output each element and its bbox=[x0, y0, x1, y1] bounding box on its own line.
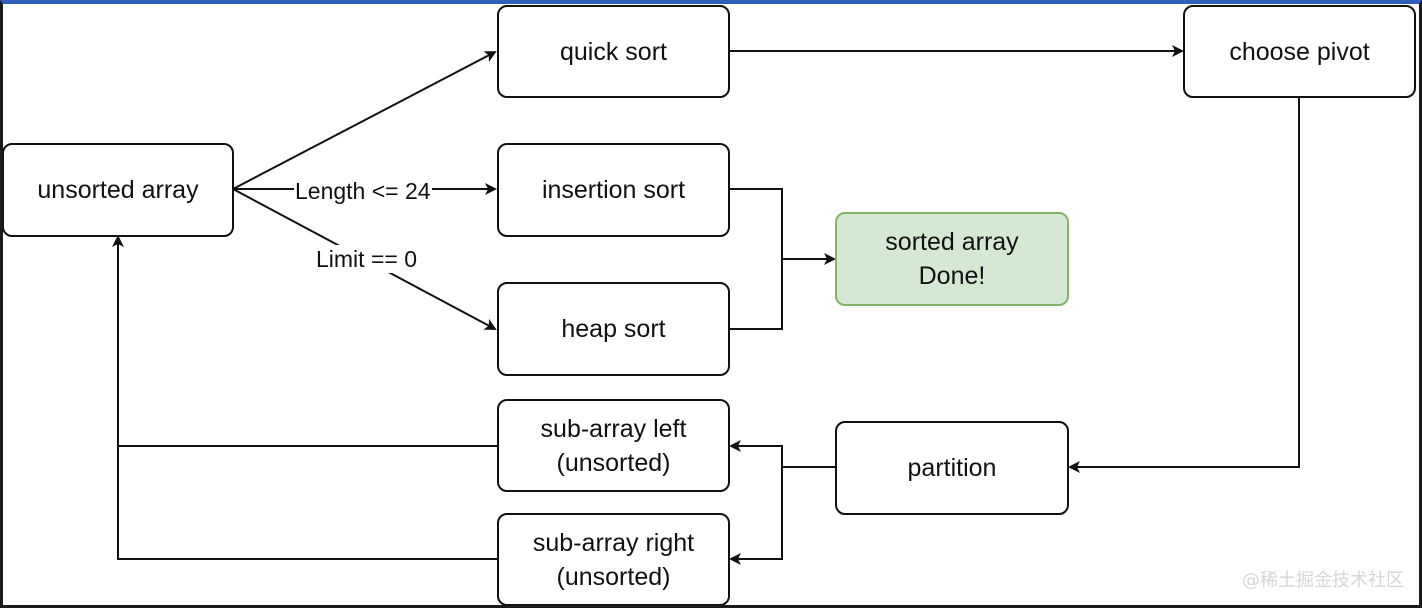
edge-partition-to-sub-right bbox=[729, 467, 783, 565]
node-choose-pivot[interactable]: choose pivot bbox=[1183, 5, 1416, 98]
edge-heap-sort-to-sorted bbox=[729, 259, 783, 330]
edge-sub-right-to-unsorted bbox=[117, 446, 497, 560]
edge-insertion-sort-to-sorted bbox=[729, 188, 836, 265]
edge-unsorted-to-quick-sort bbox=[232, 51, 497, 190]
edge-sub-left-to-unsorted bbox=[112, 235, 497, 447]
edge-partition-to-sub-left bbox=[729, 440, 835, 468]
node-partition[interactable]: partition bbox=[835, 421, 1069, 515]
watermark-text: @稀土掘金技术社区 bbox=[1242, 570, 1404, 591]
node-quick-sort[interactable]: quick sort bbox=[497, 5, 730, 98]
node-sub-array-right[interactable]: sub-array right (unsorted) bbox=[497, 513, 730, 606]
edge-label-limit-condition: Limit == 0 bbox=[315, 245, 418, 273]
node-insertion-sort[interactable]: insertion sort bbox=[497, 143, 730, 237]
edge-choose-pivot-to-partition bbox=[1068, 97, 1300, 473]
edge-label-length-condition: Length <= 24 bbox=[294, 177, 432, 205]
node-sub-array-left[interactable]: sub-array left (unsorted) bbox=[497, 399, 730, 492]
node-heap-sort[interactable]: heap sort bbox=[497, 282, 730, 376]
node-unsorted-array[interactable]: unsorted array bbox=[2, 143, 234, 237]
node-sorted-array-done[interactable]: sorted array Done! bbox=[835, 212, 1069, 306]
